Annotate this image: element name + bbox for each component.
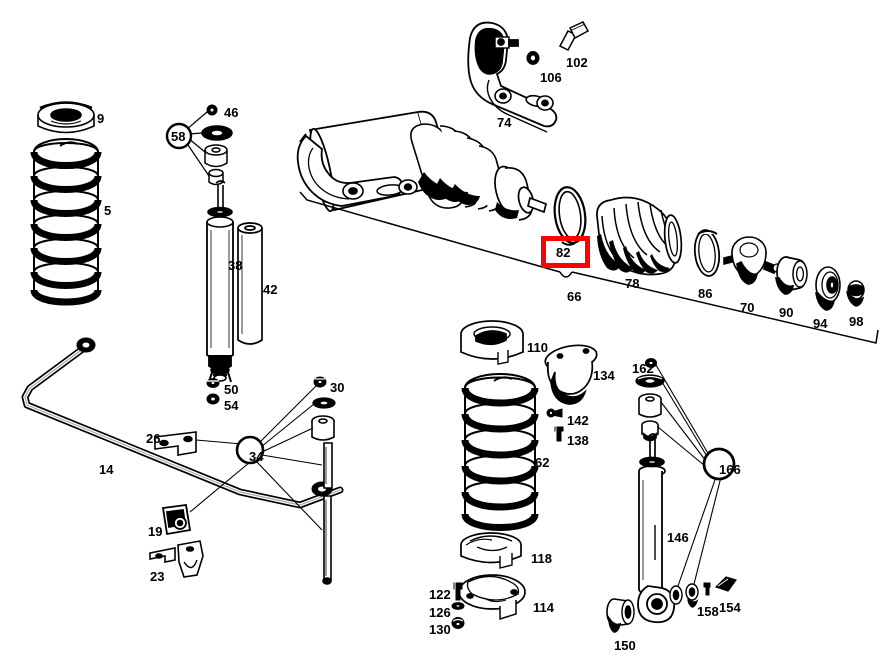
part-19-bushing xyxy=(161,503,192,536)
part-114-mount-plate xyxy=(458,574,526,621)
part-122-bolt xyxy=(453,582,463,601)
part-number-106: 106 xyxy=(540,70,562,85)
part-number-162: 162 xyxy=(632,361,654,376)
part-146-shock-absorber xyxy=(637,433,676,624)
part-106-ring xyxy=(526,51,540,65)
part-54-washer xyxy=(206,393,220,405)
part-162-nut xyxy=(645,358,657,368)
part-number-30: 30 xyxy=(330,380,345,395)
part-number-26: 26 xyxy=(146,431,161,446)
part-number-62: 62 xyxy=(535,455,550,470)
part-number-34: 34 xyxy=(249,449,264,464)
part-number-14: 14 xyxy=(99,462,114,477)
part-number-146: 146 xyxy=(667,530,689,545)
part-14-sway-bar xyxy=(21,337,344,509)
part-102-bolt xyxy=(558,21,590,51)
part-number-9: 9 xyxy=(97,111,105,126)
part-5-coil-spring xyxy=(30,138,102,306)
part-166-bushing-lower xyxy=(641,420,659,442)
part-154-taper-pin xyxy=(714,576,737,592)
part-number-42: 42 xyxy=(263,282,278,297)
part-number-138: 138 xyxy=(567,433,589,448)
callout-bubble-58 xyxy=(165,122,193,150)
part-50-nut xyxy=(206,378,220,388)
part-number-46: 46 xyxy=(224,105,239,120)
part-118-spring-pad xyxy=(460,532,522,569)
part-number-50: 50 xyxy=(224,382,239,397)
part-90-bushing xyxy=(774,256,808,295)
part-166-bushing-upper xyxy=(638,393,662,418)
part-166-lower-washer xyxy=(669,585,683,605)
part-34-link-long xyxy=(322,495,332,585)
part-number-154: 154 xyxy=(719,600,741,615)
part-number-86: 86 xyxy=(698,286,713,301)
part-30-nut xyxy=(313,376,327,388)
part-number-82: 82 xyxy=(556,245,571,260)
group-bracket-66 xyxy=(299,191,879,344)
callout-bubble-34 xyxy=(235,435,265,465)
part-158-bolt xyxy=(703,582,711,596)
part-94-washer xyxy=(815,266,841,311)
part-number-5: 5 xyxy=(104,203,112,218)
part-126-nut xyxy=(451,602,465,610)
part-66-strut-assembly xyxy=(296,110,548,221)
part-number-78: 78 xyxy=(625,276,640,291)
part-number-19: 19 xyxy=(148,524,163,539)
part-78-dust-boot xyxy=(596,196,683,276)
part-46-nut xyxy=(206,104,218,116)
part-142-nut xyxy=(546,408,563,418)
part-number-54: 54 xyxy=(224,398,239,413)
part-number-38: 38 xyxy=(228,258,243,273)
part-number-23: 23 xyxy=(150,569,165,584)
part-number-130: 130 xyxy=(429,622,451,637)
part-98-nut xyxy=(846,280,865,307)
part-number-158: 158 xyxy=(697,604,719,619)
part-number-118: 118 xyxy=(531,551,552,566)
callout-34-leaders xyxy=(189,385,323,531)
part-23-clamp xyxy=(149,540,204,578)
part-74-control-arm xyxy=(467,21,558,133)
part-42-bump-tube xyxy=(237,222,263,345)
part-34-washer xyxy=(312,397,336,409)
callout-bubble-166 xyxy=(702,447,736,481)
part-26-bracket xyxy=(154,431,197,456)
part-number-66: 66 xyxy=(567,289,582,304)
part-number-142: 142 xyxy=(567,413,589,428)
part-number-126: 126 xyxy=(429,605,451,620)
part-138-bolt xyxy=(554,426,564,442)
part-number-114: 114 xyxy=(533,600,554,615)
part-number-70: 70 xyxy=(740,300,755,315)
part-number-110: 110 xyxy=(527,340,548,355)
part-62-coil-spring xyxy=(461,373,539,531)
part-number-166: 166 xyxy=(719,462,741,477)
part-150-bushing xyxy=(606,598,635,633)
part-34-link-short xyxy=(323,442,333,489)
part-34-rubber-bushing xyxy=(311,415,335,441)
part-166-washer xyxy=(635,374,665,388)
part-number-94: 94 xyxy=(813,316,828,331)
part-number-150: 150 xyxy=(614,638,636,653)
part-110-spring-seat xyxy=(460,320,524,365)
part-number-122: 122 xyxy=(429,587,451,602)
part-130-washer xyxy=(451,617,465,629)
part-number-98: 98 xyxy=(849,314,864,329)
callout-166-leaders xyxy=(655,364,722,587)
part-number-102: 102 xyxy=(566,55,588,70)
part-number-58: 58 xyxy=(171,129,186,144)
part-166-lower-bushing xyxy=(685,583,699,608)
part-134-mount xyxy=(544,344,598,405)
part-number-74: 74 xyxy=(497,115,512,130)
part-9-spring-pad xyxy=(37,101,95,134)
part-number-90: 90 xyxy=(779,305,794,320)
part-86-ring xyxy=(693,229,721,277)
part-number-134: 134 xyxy=(593,368,615,383)
